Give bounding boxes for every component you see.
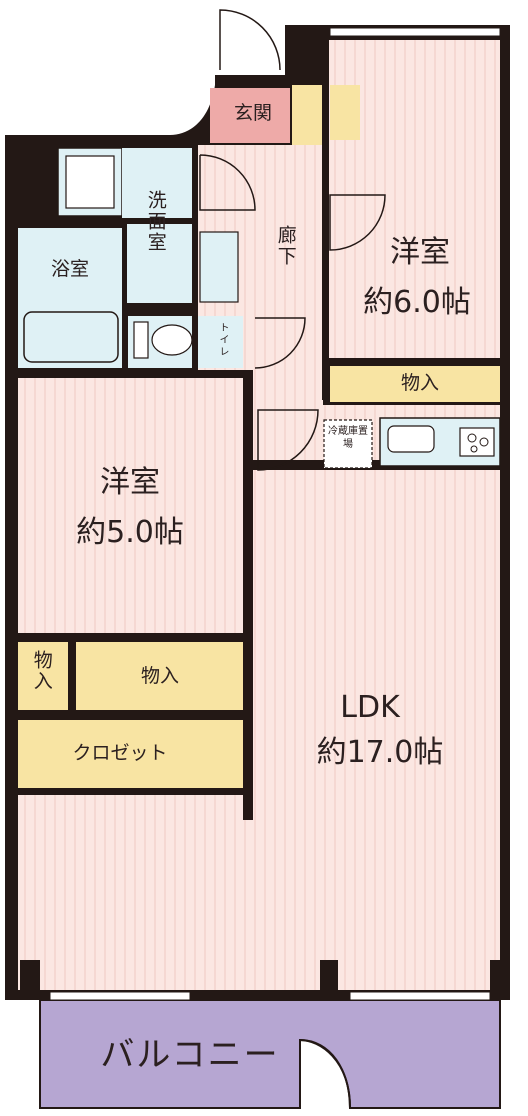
ldk-name: LDK — [340, 690, 400, 725]
western-room-south-name: 洋室 — [100, 465, 160, 500]
storage-mid-label: 物入 — [140, 665, 179, 687]
door-swings — [199, 9, 386, 471]
western-room-north-size: 約6.0帖 — [363, 285, 471, 320]
western-room-north-name: 洋室 — [390, 235, 450, 270]
storage-small-label: 物入 — [30, 650, 53, 692]
wet-areas — [18, 147, 501, 467]
fridge-spot — [323, 419, 373, 469]
bathroom-label: 浴室 — [50, 258, 89, 280]
toilet-label: トイレ — [217, 322, 228, 358]
balcony-area — [39, 999, 501, 1109]
balcony-label: バルコニー — [100, 1035, 280, 1075]
entrance-label: 玄関 — [233, 102, 272, 124]
entrance-area — [210, 88, 290, 143]
storage-north-label: 物入 — [400, 372, 439, 394]
storage-areas — [18, 85, 500, 790]
fridge-label: 冷蔵庫置場 — [328, 426, 368, 450]
washroom-label: 洗面室 — [144, 190, 167, 253]
hallway-label: 廊下 — [274, 225, 297, 267]
western-room-south-size: 約5.0帖 — [76, 515, 184, 550]
ldk-size: 約17.0帖 — [316, 735, 444, 770]
closet-label: クロゼット — [72, 742, 168, 764]
windows — [49, 27, 501, 1001]
interior-walls — [8, 40, 508, 990]
